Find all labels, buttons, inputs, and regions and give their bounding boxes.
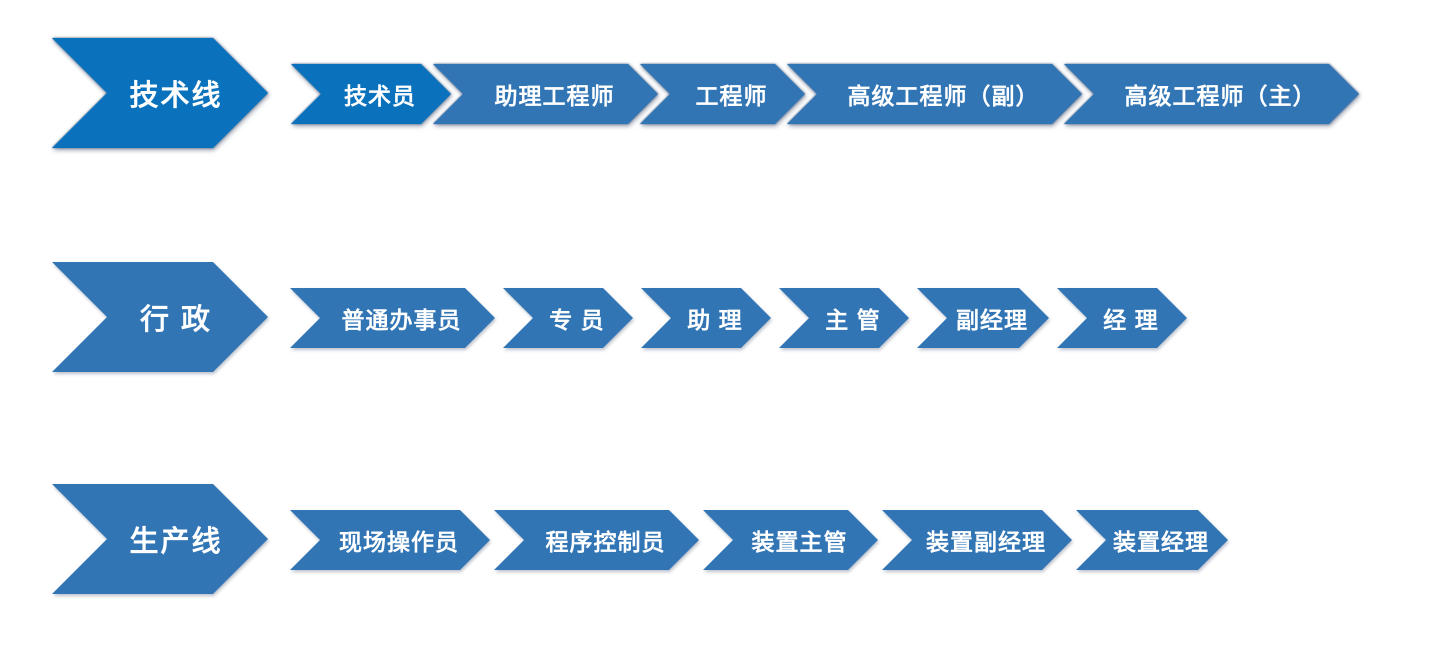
chevron-arrow-shape: 经 理 [1057, 288, 1187, 348]
stage-chevron: 高级工程师（主） [1064, 64, 1359, 124]
chevron-arrow-shape: 助理工程师 [433, 64, 658, 124]
stage-label: 工程师 [695, 83, 768, 109]
chevron-arrow-shape: 高级工程师（主） [1064, 64, 1359, 124]
stage-label: 装置主管 [751, 529, 848, 555]
stage-chevron: 专 员 [503, 288, 633, 348]
track-category-label: 技术线 [129, 80, 223, 112]
chevron-arrow-shape: 装置经理 [1076, 510, 1228, 570]
stage-label: 装置副经理 [926, 529, 1046, 555]
chevron-arrow-shape: 工程师 [640, 64, 805, 124]
chevron-arrow-shape: 现场操作员 [290, 510, 490, 570]
technical-track: 技术线 技术员 助理工程师 工程师 高级工程师（副） [0, 38, 1432, 148]
chevron-arrow-shape: 行 政 [52, 262, 268, 372]
stage-label: 经 理 [1103, 307, 1159, 333]
track-category-chevron: 技术线 [52, 38, 268, 148]
stage-chevron: 经 理 [1057, 288, 1187, 348]
chevron-arrow-shape: 普通办事员 [290, 288, 495, 348]
stage-chevron: 技术员 [291, 64, 451, 124]
stage-chevron: 工程师 [640, 64, 805, 124]
track-category-chevron: 行 政 [52, 262, 268, 372]
stage-chevron: 助 理 [641, 288, 771, 348]
chevron-arrow-shape: 装置副经理 [882, 510, 1072, 570]
stage-chevron: 普通办事员 [290, 288, 495, 348]
chevron-arrow-shape: 装置主管 [703, 510, 878, 570]
stage-label: 程序控制员 [545, 529, 666, 555]
stage-label: 专 员 [549, 307, 605, 333]
stage-chevron: 装置经理 [1076, 510, 1228, 570]
stage-chevron: 装置主管 [703, 510, 878, 570]
production-track: 生产线 现场操作员 程序控制员 装置主管 装置副经理 [0, 484, 1432, 594]
track-category-chevron: 生产线 [52, 484, 268, 594]
track-category-label: 生产线 [129, 526, 223, 558]
stage-chevron: 副经理 [917, 288, 1049, 348]
chevron-arrow-shape: 高级工程师（副） [787, 64, 1082, 124]
chevron-arrow-shape: 技术员 [291, 64, 451, 124]
technical-stage-list: 技术员 助理工程师 工程师 高级工程师（副） 高级工程师（主） [291, 64, 1359, 124]
stage-label: 现场操作员 [339, 529, 459, 555]
stage-label: 装置经理 [1113, 529, 1209, 555]
stage-chevron: 程序控制员 [494, 510, 699, 570]
stage-chevron: 助理工程师 [433, 64, 658, 124]
stage-label: 副经理 [956, 307, 1028, 333]
stage-label: 高级工程师（副） [847, 83, 1040, 109]
stage-label: 高级工程师（主） [1124, 83, 1317, 109]
stage-chevron: 装置副经理 [882, 510, 1072, 570]
stage-label: 主 管 [825, 307, 881, 333]
chevron-arrow-shape: 生产线 [52, 484, 268, 594]
stage-chevron: 高级工程师（副） [787, 64, 1082, 124]
stage-chevron: 现场操作员 [290, 510, 490, 570]
stage-label: 助理工程师 [494, 83, 615, 109]
chevron-arrow-shape: 助 理 [641, 288, 771, 348]
chevron-arrow-shape: 技术线 [52, 38, 268, 148]
stage-label: 技术员 [344, 83, 416, 109]
stage-label: 助 理 [687, 307, 743, 333]
track-category-label: 行 政 [139, 304, 213, 336]
stage-label: 普通办事员 [341, 307, 462, 333]
administrative-stage-list: 普通办事员 专 员 助 理 主 管 副经理 [290, 288, 1187, 348]
stage-chevron: 主 管 [779, 288, 909, 348]
chevron-arrow-shape: 主 管 [779, 288, 909, 348]
administrative-track: 行 政 普通办事员 专 员 助 理 主 管 [0, 262, 1432, 372]
chevron-arrow-shape: 副经理 [917, 288, 1049, 348]
chevron-arrow-shape: 程序控制员 [494, 510, 699, 570]
chevron-arrow-shape: 专 员 [503, 288, 633, 348]
production-stage-list: 现场操作员 程序控制员 装置主管 装置副经理 装置经理 [290, 510, 1228, 570]
